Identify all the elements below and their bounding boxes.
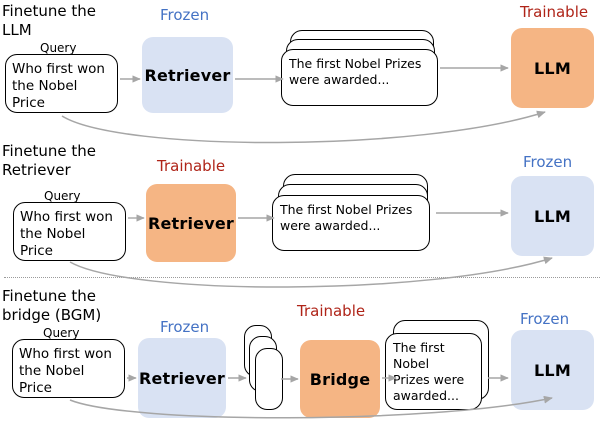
llm-block[interactable]: LLM [511, 330, 594, 410]
document-front: The first Nobel Prizes were awarded... [281, 49, 438, 106]
diagram-row-finetune-llm: Finetune the LLM Frozen Trainable Query … [0, 0, 604, 140]
retriever-block[interactable]: Retriever [138, 338, 226, 418]
document-front: The first Nobel Prizes were awarded... [272, 195, 430, 251]
state-label-retriever: Frozen [160, 318, 210, 336]
bridge-block[interactable]: Bridge [300, 340, 380, 418]
bridge-label: Bridge [309, 369, 371, 389]
document-stack: The first Nobel Prizes were awarded... [272, 174, 442, 264]
state-label-llm: Trainable [520, 3, 589, 21]
llm-block[interactable]: LLM [511, 176, 594, 256]
retriever-label: Retriever [138, 368, 226, 388]
section-divider [4, 277, 600, 278]
diagram-row-finetune-bridge: Finetune the bridge (BGM) Frozen Trainab… [0, 285, 604, 422]
query-label: Query [40, 41, 77, 55]
passage-stack [244, 325, 294, 425]
diagram-row-finetune-retriever: Finetune the Retriever Trainable Frozen … [0, 140, 604, 278]
row-caption: Finetune the bridge (BGM) [2, 287, 102, 324]
query-box: Who first won the Nobel Price [5, 54, 118, 113]
row-caption: Finetune the LLM [2, 2, 96, 39]
query-box: Who first won the Nobel Price [12, 339, 125, 398]
retriever-label: Retriever [147, 213, 235, 233]
retriever-block[interactable]: Retriever [142, 37, 233, 113]
llm-label: LLM [534, 360, 571, 380]
document-front: The first Nobel Prizes were awarded... [385, 333, 482, 410]
retriever-block[interactable]: Retriever [146, 184, 236, 262]
query-label: Query [43, 326, 80, 340]
query-label: Query [44, 189, 81, 203]
row-caption: Finetune the Retriever [2, 142, 96, 179]
llm-block[interactable]: LLM [511, 28, 594, 108]
state-label-llm: Frozen [523, 153, 573, 171]
retriever-label: Retriever [144, 65, 231, 85]
llm-label: LLM [534, 58, 571, 78]
state-label-retriever: Frozen [160, 6, 210, 24]
llm-label: LLM [534, 206, 571, 226]
state-label-bridge: Trainable [297, 302, 366, 320]
query-box: Who first won the Nobel Price [13, 202, 126, 261]
document-stack: The first Nobel Prizes were awarded... [385, 320, 500, 422]
state-label-llm: Frozen [520, 310, 570, 328]
document-stack: The first Nobel Prizes were awarded... [281, 30, 446, 115]
passage-front [255, 348, 283, 410]
state-label-retriever: Trainable [157, 157, 226, 175]
